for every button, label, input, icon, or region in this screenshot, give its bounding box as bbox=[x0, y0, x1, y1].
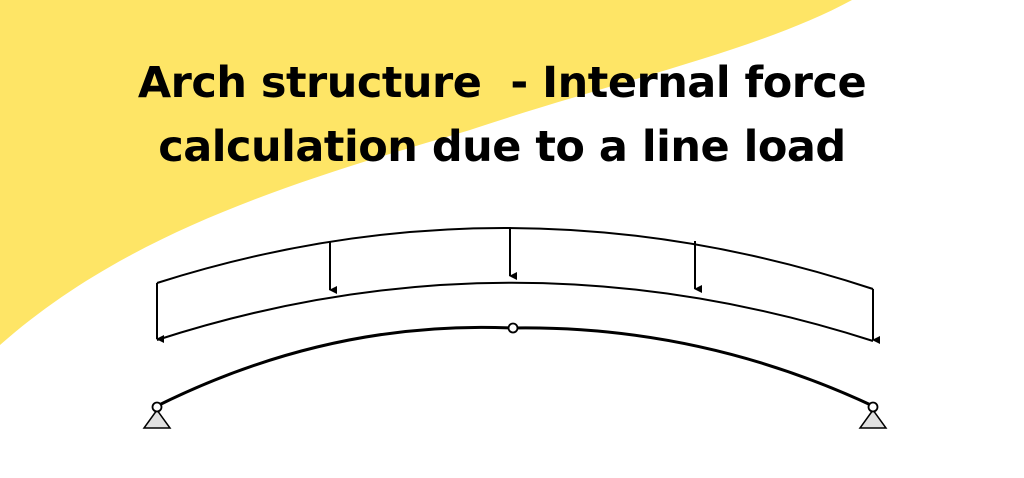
title-line-1: Arch structure - Internal force bbox=[137, 58, 867, 108]
left-pin-support-icon bbox=[142, 401, 172, 429]
arch-curve bbox=[156, 325, 874, 408]
load-bottom-curve bbox=[156, 281, 874, 342]
title-line-2: calculation due to a line load bbox=[158, 122, 846, 172]
crown-hinge-icon bbox=[507, 322, 519, 334]
right-pin-support-icon bbox=[858, 401, 888, 429]
load-top-curve bbox=[156, 227, 874, 290]
line-load bbox=[156, 227, 880, 344]
